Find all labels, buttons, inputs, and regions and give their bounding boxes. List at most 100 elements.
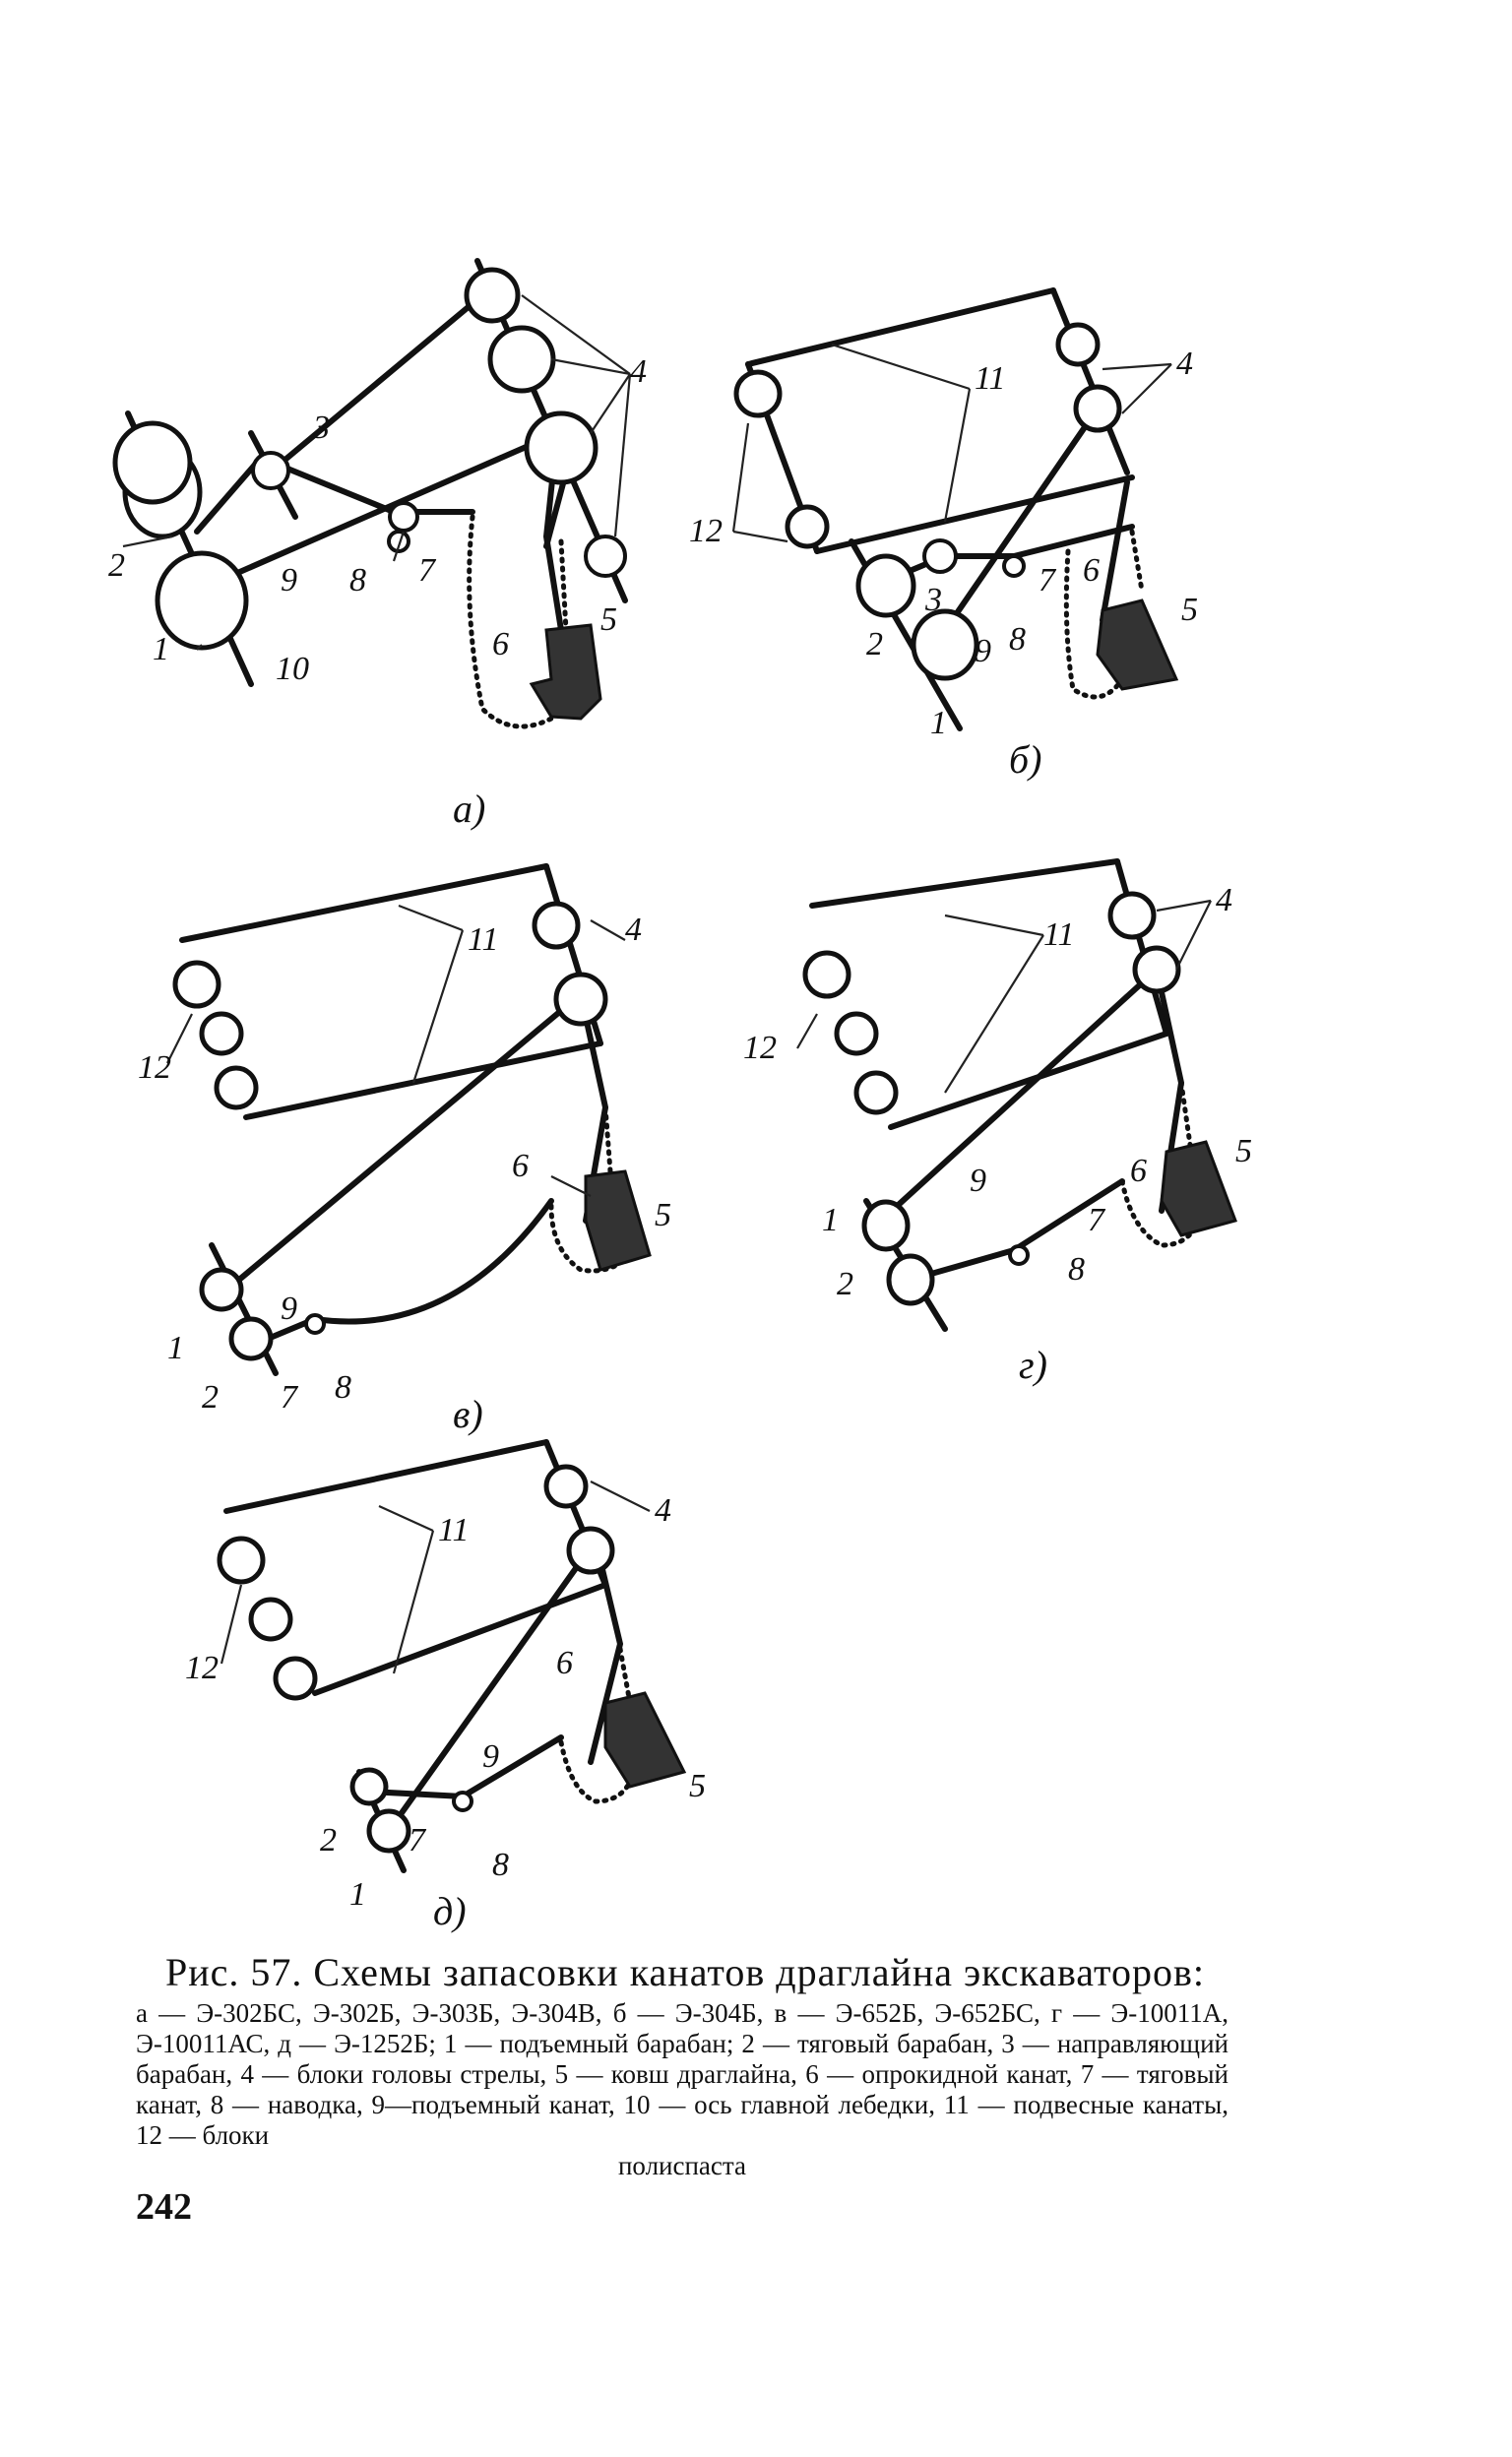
label-a-6: 6 [492, 626, 509, 662]
figure-legend: а — Э-302БС, Э-302Б, Э-303Б, Э-304В, б —… [136, 1998, 1228, 2181]
suspension-rope-11-bottom [312, 1582, 608, 1696]
panel-d: 11 4 12 6 9 5 2 7 8 1 д) [185, 1439, 706, 1933]
polyspast-block-12a [802, 950, 851, 999]
label-d-2: 2 [320, 1822, 337, 1858]
drag-chain [1063, 548, 1125, 700]
label-g-9: 9 [970, 1163, 986, 1199]
label-v-1: 1 [167, 1330, 184, 1366]
label-b-2: 2 [866, 626, 883, 662]
hoist-rope-9 [878, 967, 1160, 1224]
label-v-2: 2 [202, 1379, 219, 1416]
panel-d-label: д) [433, 1889, 467, 1933]
label-a-7: 7 [418, 552, 437, 589]
panel-v-label: в) [453, 1392, 483, 1436]
polyspast-block-12c [273, 1656, 318, 1701]
label-b-11: 11 [975, 360, 1005, 397]
hoist-rope-9 [219, 991, 584, 1297]
label-v-4: 4 [625, 912, 642, 948]
label-d-1: 1 [349, 1876, 366, 1913]
polyspast-block-12b [248, 1597, 293, 1642]
label-a-4: 4 [630, 353, 647, 390]
drag-rope-7 [883, 524, 1135, 584]
label-v-5: 5 [655, 1197, 671, 1233]
label-b-7: 7 [1039, 562, 1057, 598]
label-v-8: 8 [335, 1369, 351, 1406]
label-d-7: 7 [409, 1822, 427, 1858]
label-v-6: 6 [512, 1148, 529, 1184]
panel-g: 11 4 12 9 6 5 7 8 1 2 г) [743, 858, 1252, 1387]
panel-b-label: б) [1009, 737, 1041, 782]
drag-drum-2-back [112, 420, 193, 505]
label-d-5: 5 [689, 1768, 706, 1804]
guide-drum-3 [251, 451, 290, 490]
boom-line [273, 292, 485, 471]
panel-v: 11 4 12 6 5 9 1 2 7 8 в) [138, 863, 671, 1436]
suspension-rope-11-bottom [814, 474, 1135, 554]
fairlead-block-8 [1008, 1244, 1030, 1266]
suspension-rope-11-top [809, 858, 1120, 909]
dragline-bucket-5 [1160, 1140, 1237, 1237]
label-a-5: 5 [600, 601, 617, 638]
hoist-rope-9 [932, 406, 1101, 648]
boom-head-block-4d [584, 535, 627, 578]
dump-rope-6 [1100, 479, 1130, 623]
fairlead-block-8b [387, 530, 410, 553]
label-g-1: 1 [822, 1202, 839, 1238]
hoist-chain [1129, 529, 1145, 594]
label-b-3: 3 [924, 582, 942, 618]
drag-chain [558, 1739, 633, 1804]
label-d-11: 11 [438, 1512, 469, 1548]
drag-drum-2 [886, 1253, 935, 1306]
suspension-rope-11-bottom [888, 1031, 1169, 1130]
panel-g-label: г) [1019, 1343, 1047, 1387]
drag-drum-2 [349, 1767, 389, 1806]
label-a-2: 2 [108, 547, 125, 584]
boom-head-block-4a [532, 901, 581, 950]
label-b-9: 9 [975, 633, 991, 669]
polyspast-block-12a [172, 960, 221, 1009]
hoist-chain [602, 1104, 613, 1174]
fairlead-block-8 [452, 1791, 473, 1812]
boom-head-block-4b [1073, 384, 1122, 433]
label-v-11: 11 [468, 921, 498, 958]
label-a-10: 10 [276, 651, 309, 687]
hoist-drum-1 [155, 550, 249, 651]
label-b-12: 12 [689, 513, 723, 549]
hoist-chain [617, 1646, 633, 1706]
hoist-drum-1 [199, 1267, 244, 1312]
fairlead-block-8 [304, 1313, 326, 1335]
polyspast-block-12b [785, 504, 830, 549]
boom-head-block-4a [1107, 891, 1157, 940]
label-b-1: 1 [930, 705, 947, 741]
drag-drum-2 [228, 1316, 274, 1361]
fairlead-block-8 [388, 501, 419, 533]
label-g-12: 12 [743, 1030, 777, 1066]
hoist-drum-1 [366, 1808, 411, 1854]
label-g-6: 6 [1130, 1153, 1147, 1189]
hoist-chain [558, 538, 569, 633]
dragline-bucket-5 [529, 623, 602, 721]
hoist-chain [1178, 1080, 1194, 1155]
polyspast-block-12a [733, 369, 783, 418]
label-g-5: 5 [1235, 1133, 1252, 1169]
boom-head-block-4b [1132, 945, 1181, 994]
label-b-8: 8 [1009, 621, 1026, 658]
label-g-11: 11 [1043, 916, 1074, 953]
polyspast-block-12c [214, 1065, 259, 1110]
label-d-9: 9 [482, 1738, 499, 1775]
hoist-drum-1 [861, 1199, 911, 1252]
dump-rope-6 [543, 470, 569, 549]
drag-chain [467, 514, 554, 729]
dragline-bucket-5 [584, 1169, 652, 1272]
boom-head-block-4c [524, 410, 598, 485]
panel-a: 3 4 2 9 8 7 5 6 1 10 а) [108, 258, 647, 831]
drag-rope-7 [253, 1198, 554, 1347]
polyspast-block-12a [217, 1536, 266, 1585]
label-g-8: 8 [1068, 1251, 1085, 1288]
label-a-9: 9 [281, 562, 297, 598]
boom-line [1050, 287, 1130, 475]
figure-title: Схемы запасовки канатов драглайна экскав… [313, 1950, 1205, 1994]
suspension-rope-11-top [179, 863, 549, 943]
label-v-9: 9 [281, 1291, 297, 1327]
